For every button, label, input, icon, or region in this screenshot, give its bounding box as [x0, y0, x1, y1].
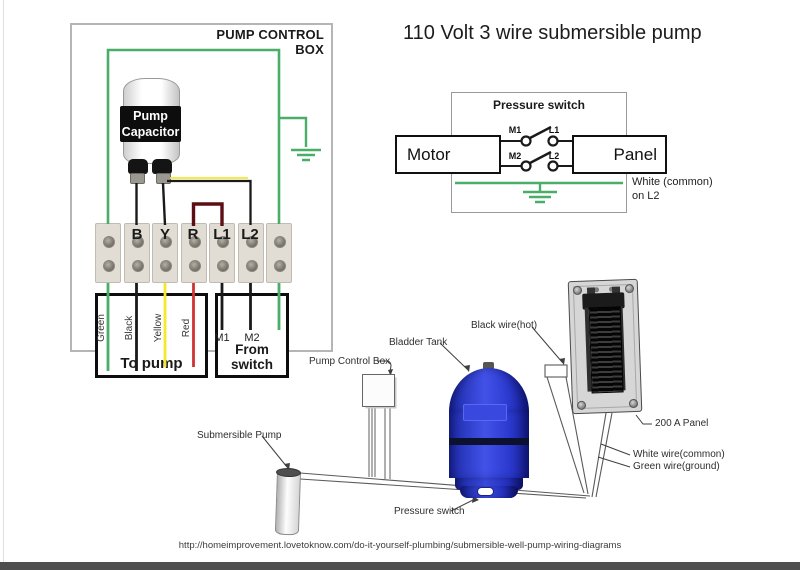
terminal-label-r: R [187, 226, 199, 243]
terminal-segment [95, 223, 121, 283]
contact-label-l1: L1 [548, 125, 560, 135]
terminal-screw [245, 260, 258, 272]
left-edge-line [3, 0, 4, 562]
panel-label: Panel [613, 144, 657, 164]
terminal-segment [209, 223, 235, 283]
label-black-wire-hot: Black wire(hot) [471, 320, 538, 331]
tank-base-slot [477, 487, 494, 496]
label-white-wire-common: White wire(common) [633, 449, 725, 460]
capacitor-terminal-left [128, 159, 148, 174]
capacitor-nut-left [130, 173, 145, 184]
terminal-screw [188, 236, 201, 248]
page-title: 110 Volt 3 wire submersible pump [403, 22, 702, 44]
illustration-pump-control-box [362, 374, 395, 407]
terminal-screw [188, 260, 201, 272]
white-common-note-line1: White (common) [632, 176, 713, 188]
capacitor-label-line1: Pump [133, 109, 168, 123]
tank-fitting [483, 362, 494, 370]
wire-label-red: Red [181, 318, 192, 338]
to-pump-label: To pump [120, 355, 183, 372]
terminal-screw [160, 236, 172, 248]
contact-label-m2: M2 [508, 151, 522, 161]
terminal-screw [131, 236, 144, 248]
terminal-screw [274, 260, 286, 272]
wire-label-yellow: Yellow [153, 313, 164, 343]
illustration-bladder-tank [449, 360, 529, 500]
capacitor-terminal-right [152, 159, 172, 174]
panel-screw [628, 398, 639, 409]
wire-label-m2: M2 [244, 332, 260, 344]
terminal-screw [245, 236, 258, 248]
label-pump-control-box: Pump Control Box [309, 356, 391, 367]
terminal-label-l1: L1 [213, 226, 231, 243]
well-casing-body [274, 471, 302, 536]
label-green-wire-ground: Green wire(ground) [633, 461, 720, 472]
terminal-screw [103, 236, 115, 248]
terminal-strip [95, 223, 293, 283]
terminal-label-b: B [131, 226, 143, 243]
label-pressure-switch: Pressure switch [394, 506, 465, 517]
terminal-screw [160, 260, 172, 272]
panel-screw [624, 283, 635, 294]
capacitor-nut-right [156, 173, 171, 184]
terminal-screw [131, 260, 144, 272]
terminal-segment [152, 223, 178, 283]
tank-label-plate [463, 404, 507, 421]
label-submersible-pump: Submersible Pump [197, 430, 282, 441]
wire-label-m1: M1 [214, 332, 230, 344]
from-switch-box: From switch [215, 293, 289, 378]
panel-box: Panel [572, 135, 667, 174]
panel-screw [572, 285, 583, 296]
white-common-note-line2: on L2 [632, 190, 660, 202]
terminal-screw [103, 260, 115, 272]
pump-control-box-title: PUMP CONTROL BOX [216, 27, 324, 57]
contact-label-m1: M1 [508, 125, 522, 135]
terminal-label-l2: L2 [241, 226, 259, 243]
motor-box: Motor [395, 135, 501, 174]
illustration-breaker-panel [567, 278, 643, 415]
capacitor-label-band: Pump Capacitor [120, 106, 181, 142]
bottom-border-bar [0, 562, 800, 570]
pressure-switch-title: Pressure switch [492, 98, 586, 112]
wire-label-black: Black [124, 315, 135, 341]
from-switch-label: From switch [230, 342, 273, 372]
capacitor-label-line2: Capacitor [121, 125, 180, 140]
terminal-label-y: Y [159, 226, 170, 243]
illustration-well-casing [274, 467, 302, 536]
breaker-column [588, 306, 624, 394]
terminal-screw [217, 236, 229, 248]
label-bladder-tank: Bladder Tank [389, 337, 448, 348]
label-200a-panel: 200 A Panel [655, 418, 709, 429]
motor-label: Motor [407, 144, 451, 164]
terminal-segment [180, 223, 207, 283]
wire-label-green: Green [96, 314, 107, 342]
contact-label-l2: L2 [548, 151, 560, 161]
terminal-segment [266, 223, 292, 283]
terminal-segment [123, 223, 150, 283]
panel-screw [576, 400, 587, 411]
terminal-segment [237, 223, 264, 283]
source-url: http://homeimprovement.lovetoknow.com/do… [178, 540, 622, 551]
terminal-screw [217, 260, 229, 272]
terminal-screw [274, 236, 286, 248]
tank-seam-band [449, 438, 529, 445]
